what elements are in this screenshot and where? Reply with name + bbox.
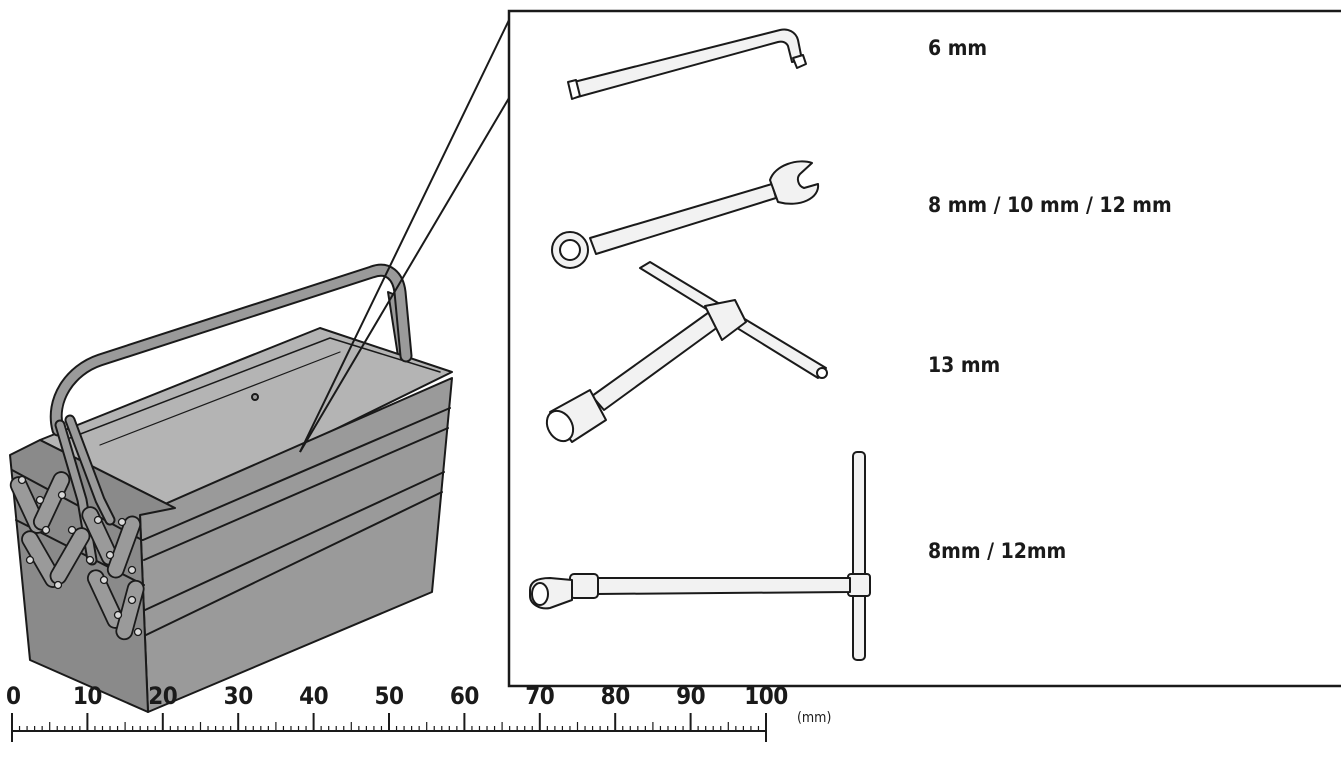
- scale-label: 70: [525, 682, 554, 710]
- combination-wrench-icon: [551, 160, 820, 269]
- scale-label: 30: [224, 682, 253, 710]
- hex-key-icon: [567, 28, 807, 100]
- scale-label: 20: [148, 682, 177, 710]
- scale-unit-label: (mm): [797, 710, 831, 726]
- universal-joint-t-wrench-icon: [529, 451, 871, 661]
- toolbox-icon: [9, 263, 453, 713]
- tool-label-combination-wrench: 8 mm / 10 mm / 12 mm: [928, 193, 1172, 217]
- t-socket-wrench-icon: [545, 261, 828, 443]
- callout-lines: [299, 19, 510, 453]
- scale-label: 10: [73, 682, 102, 710]
- scale-label: 100: [744, 682, 788, 710]
- scale-label: 0: [6, 682, 21, 710]
- tool-label-t-socket-wrench: 13 mm: [928, 353, 1000, 377]
- tools-panel-frame: [507, 9, 1341, 688]
- scale-ruler: 0 10 20 30 40 50 60 70 80 90 100: [6, 682, 788, 742]
- scale-label: 50: [374, 682, 403, 710]
- scale-label: 60: [450, 682, 479, 710]
- tool-label-hex-key: 6 mm: [928, 36, 987, 60]
- scale-label: 80: [601, 682, 630, 710]
- scale-label: 90: [676, 682, 705, 710]
- scale-label: 40: [299, 682, 328, 710]
- tool-label-universal-t-wrench: 8mm / 12mm: [928, 539, 1066, 563]
